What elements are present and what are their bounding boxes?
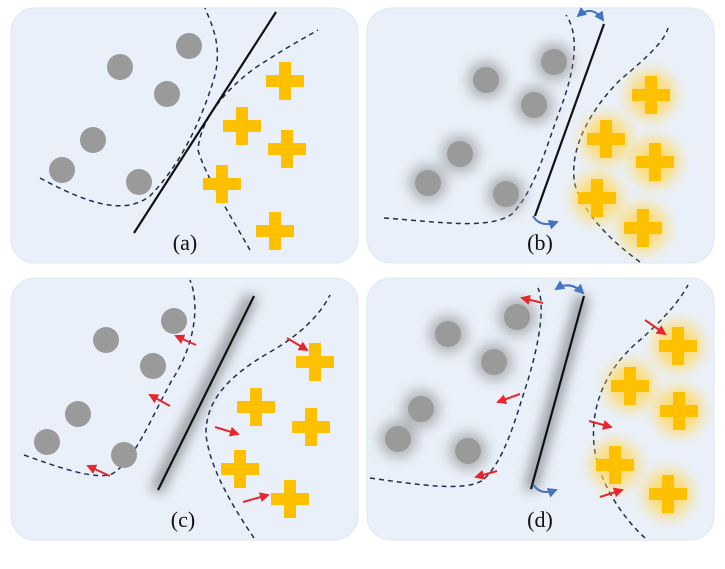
cross-point [632, 76, 670, 114]
cross-point [611, 367, 649, 405]
panel-label: (d) [527, 507, 553, 532]
red-arrow [174, 334, 197, 346]
decision-boundary [133, 11, 277, 234]
class-circles [34, 308, 187, 468]
circle-point [435, 321, 461, 347]
red-arrow [474, 469, 498, 480]
panel-b-background [366, 7, 715, 264]
cross-point [659, 327, 697, 365]
circle-point [65, 401, 91, 427]
red-arrow [496, 393, 521, 404]
cross-point [268, 130, 306, 168]
class-circles-blurred [409, 43, 573, 213]
red-arrow [286, 337, 309, 352]
cross-point [266, 62, 304, 100]
circle-point [455, 438, 481, 464]
rotate-arrow-bottom [532, 215, 559, 230]
circle-point [80, 127, 106, 153]
class-circles [49, 33, 202, 195]
cross-point [223, 107, 261, 145]
cross-point [596, 446, 634, 484]
rotate-arrow-bottom [532, 483, 558, 498]
margin-curve-right [592, 284, 689, 539]
red-arrow [588, 420, 613, 430]
panel-a-background [10, 7, 359, 264]
cross-point [221, 450, 259, 488]
decision-boundary-blur [150, 293, 258, 494]
cross-point [237, 388, 275, 426]
circle-point [473, 67, 499, 93]
margin-curve-right [573, 27, 669, 263]
panel-a: (a) [10, 7, 359, 264]
cross-point [636, 143, 674, 181]
cross-point [256, 212, 294, 250]
class-crosses-glowing [591, 322, 703, 518]
circle-point [93, 327, 119, 353]
cross-point [624, 209, 662, 247]
red-arrow [599, 487, 624, 498]
class-circles-blurred [379, 298, 536, 470]
margin-curve-left [23, 279, 196, 477]
panel-label: (b) [527, 230, 553, 255]
cross-point [660, 392, 698, 430]
class-crosses [221, 343, 334, 518]
margin-curve-left [39, 7, 219, 207]
circle-point [107, 54, 133, 80]
decision-boundary [529, 295, 586, 490]
circle-point [34, 429, 60, 455]
circle-point [176, 33, 202, 59]
circle-point [126, 169, 152, 195]
circle-point [415, 170, 441, 196]
margin-curve-right [205, 294, 331, 539]
circle-point [447, 141, 473, 167]
circle-point [521, 92, 547, 118]
circle-point [161, 308, 187, 334]
panel-d: (d) [366, 277, 715, 541]
cross-point [587, 120, 625, 158]
circle-point [49, 157, 75, 183]
cross-point [578, 179, 616, 217]
cross-point [649, 475, 687, 513]
red-arrow [148, 394, 171, 407]
circle-point [140, 353, 166, 379]
decision-boundary [533, 23, 606, 217]
red-arrow [242, 492, 270, 503]
circle-point [408, 396, 434, 422]
panel-label: (c) [171, 507, 195, 532]
rotate-arrow-top [554, 280, 585, 295]
red-push-arrows [474, 294, 667, 498]
circle-point [481, 349, 507, 375]
circle-point [111, 442, 137, 468]
circle-point [154, 81, 180, 107]
red-arrow [214, 426, 240, 437]
panel-b: (b) [366, 6, 715, 264]
circle-point [504, 304, 530, 330]
class-crosses [203, 62, 306, 250]
circle-point [493, 181, 519, 207]
red-push-arrows [86, 334, 309, 503]
cross-point [203, 165, 241, 203]
red-arrow [520, 294, 544, 305]
panel-label: (a) [173, 230, 197, 255]
circle-point [541, 49, 567, 75]
red-arrow [644, 319, 667, 336]
cross-point [296, 343, 334, 381]
cross-point [292, 408, 330, 446]
red-arrow [86, 464, 111, 477]
class-crosses-glowing [573, 71, 679, 252]
margin-curve-left [383, 14, 575, 225]
rotate-arrow-top [576, 6, 605, 22]
cross-point [271, 480, 309, 518]
margin-curve-left [369, 287, 542, 488]
circle-point [385, 426, 411, 452]
panel-c: (c) [10, 277, 359, 541]
decision-boundary [157, 295, 255, 491]
